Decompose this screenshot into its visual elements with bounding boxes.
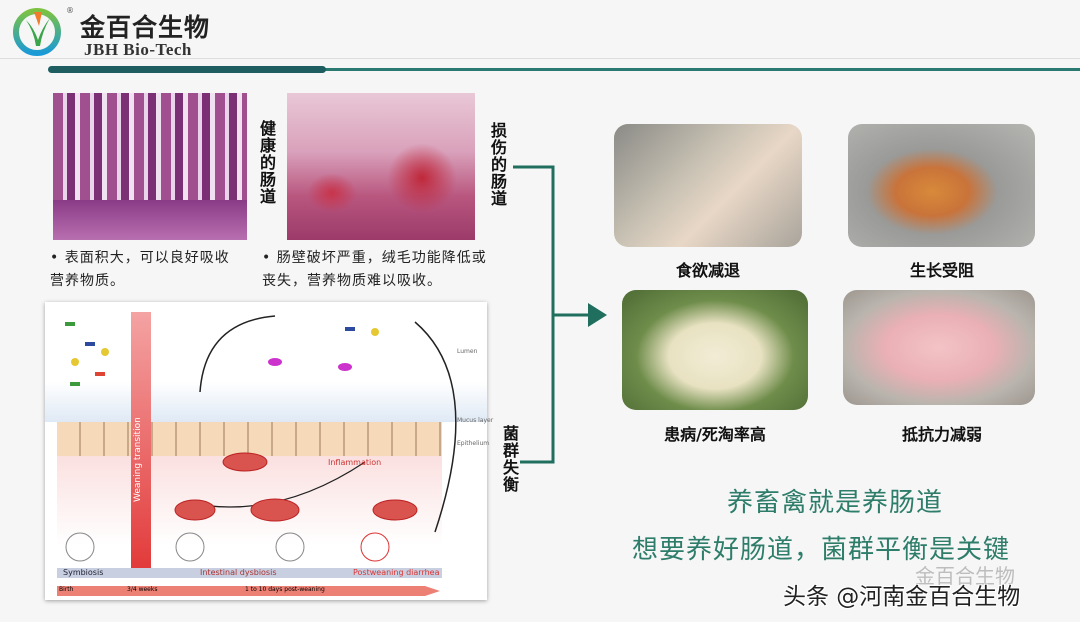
bracket-arrow (513, 165, 607, 464)
registered-mark: ® (66, 6, 74, 15)
epithelium-label: Epithelium (457, 440, 490, 447)
stage-dysbiosis: Intestinal dysbiosis (200, 568, 277, 577)
logo-icon (13, 8, 61, 56)
header-accent-bar (48, 66, 326, 73)
diagram-arrows (57, 315, 457, 596)
outcome-label-growth: 生长受阻 (909, 261, 974, 280)
slogan-line-1: 养畜禽就是养肠道 (727, 488, 944, 518)
timeline-weeks: 3/4 weeks (127, 586, 158, 593)
arrow-right-icon (588, 303, 607, 327)
weaning-dysbiosis-diagram: Weaning transition Inflammation Lumen Mu… (45, 302, 493, 600)
healthy-intestine-image (53, 93, 247, 240)
pig-photo (843, 290, 1035, 405)
lumen-label: Lumen (457, 348, 478, 355)
timeline-postweaning: 1 to 10 days post-weaning (245, 586, 325, 593)
inflammation-label: Inflammation (328, 458, 382, 467)
stage-bar (57, 568, 442, 578)
header-line (320, 68, 1080, 71)
duck-photo (622, 290, 808, 410)
healthy-caption: • 表面积大，可以良好吸收营养物质。 (50, 250, 230, 289)
mucus-layer-label: Mucus layer (457, 417, 494, 424)
brand-name-en: JBH Bio-Tech (84, 40, 192, 59)
watermark: 头条 @河南金百合生物 (783, 584, 1021, 610)
weaning-transition-bar (131, 312, 151, 570)
header-divider (0, 58, 1080, 59)
stage-symbiosis: Symbiosis (63, 568, 104, 577)
outcome-label-mortality: 患病/死淘率高 (664, 425, 766, 444)
stage-diarrhea: Postweaning diarrhea (353, 568, 440, 577)
damaged-intestine-image (287, 93, 475, 240)
brand-name-cn: 金百合生物 (80, 13, 211, 42)
imbalance-label: 菌群失衡 (500, 425, 519, 493)
healthy-intestine-label: 健康的肠道 (257, 120, 276, 205)
outcome-label-resistance: 抵抗力减弱 (901, 425, 982, 444)
damaged-intestine-label: 损伤的肠道 (488, 122, 507, 207)
watermark-faint: 金百合生物 (915, 564, 1015, 588)
outcome-label-appetite: 食欲减退 (675, 261, 740, 280)
epithelium-layer (57, 422, 442, 456)
timeline-birth: Birth (59, 586, 74, 593)
slogan-line-2: 想要养好肠道，菌群平衡是关键 (632, 535, 1011, 565)
damaged-caption: • 肠壁破坏严重，绒毛功能降低或丧失，营养物质难以吸收。 (262, 250, 487, 289)
piglets-photo (614, 124, 802, 247)
chicken-photo (848, 124, 1035, 247)
